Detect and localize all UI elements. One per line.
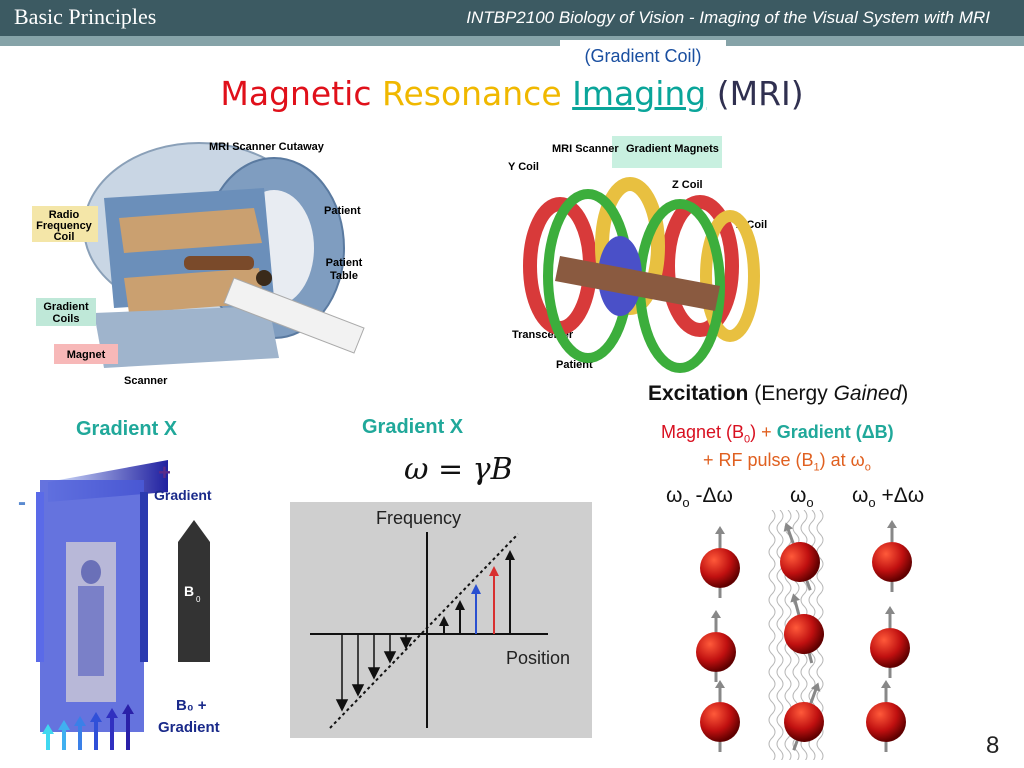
omega-minus-w: ω	[666, 484, 683, 507]
proton-spin	[700, 526, 740, 598]
negative-arrowhead	[367, 667, 381, 680]
rf-wave	[768, 510, 776, 760]
positive-arrowhead	[505, 550, 515, 560]
gradient-coil-figure: + - Gradient B 0 B₀ + Gradient	[18, 460, 220, 750]
negative-arrowhead	[399, 637, 413, 650]
gradient-magnets-title-bg	[612, 136, 722, 168]
page-number: 8	[986, 732, 1000, 759]
gradient-coils-line2: Coils	[53, 313, 80, 325]
b0-symbol: B	[184, 583, 194, 599]
gradient-x-left-heading: Gradient X	[76, 418, 178, 440]
proton-spin	[872, 520, 912, 592]
title-mri: (MRI)	[716, 74, 804, 113]
omega-plus-sub: o	[868, 495, 876, 511]
omega-minus-delta: -Δω	[689, 484, 733, 507]
proton-spin	[784, 593, 824, 664]
rf-coil-line1: Radio	[49, 209, 80, 221]
proton-spin	[870, 606, 910, 678]
proton-spin	[696, 610, 736, 682]
b0-symbol-sub: 0	[196, 595, 201, 604]
proton-spin	[700, 680, 740, 752]
gradient-magnets-illustration: MRI Scanner Gradient Magnets Y Coil Z Co…	[508, 136, 767, 373]
gradient-magnets-title-b: Gradient Magnets	[626, 143, 719, 155]
rf-coil-line3: Coil	[54, 231, 75, 243]
rf-pulse-at: ) at ω	[819, 450, 865, 470]
rf-wave	[776, 510, 784, 760]
section-title: Basic Principles	[14, 4, 157, 29]
patient-label: Patient	[324, 205, 361, 217]
frequency-label: Frequency	[376, 508, 461, 528]
positive-arrowhead	[455, 600, 465, 610]
proton-spin	[780, 522, 820, 591]
omega-plus-label: ωo +Δω	[852, 484, 924, 510]
rf-coil-label-bg	[32, 206, 98, 242]
title-resonance: Resonance	[382, 74, 562, 113]
z-coil-label: Z Coil	[672, 179, 703, 191]
excitation-line1: Magnet (B0) + Gradient (ΔB)	[661, 422, 894, 446]
gradient-minus-sign: -	[18, 489, 26, 516]
excitation-heading: Excitation (Energy Gained)	[648, 382, 908, 406]
magnet-b0-close: )	[750, 422, 757, 442]
b0-plus-line2: Gradient	[158, 719, 220, 736]
y-coil-label: Y Coil	[508, 161, 539, 173]
positive-arrowhead	[489, 566, 499, 576]
negative-arrowhead	[383, 651, 397, 664]
gradient-x-center-heading: Gradient X	[362, 416, 464, 438]
magnet-b0-sub: 0	[744, 433, 751, 446]
omega-minus-label: ωo -Δω	[666, 484, 733, 510]
excitation-title: Excitation	[648, 382, 749, 405]
larmor-equation: ω = γB	[404, 452, 513, 487]
patient-table-line1: Patient	[326, 257, 363, 269]
header-bar	[0, 0, 1024, 36]
excitation-subtitle-gained: Gained	[833, 382, 902, 405]
gradient-plus-sign: +	[158, 460, 171, 485]
omega-plus-w: ω	[852, 484, 869, 507]
proton-spin	[866, 680, 906, 752]
omega-plus-delta: +Δω	[875, 484, 925, 507]
magnet-label-bg	[54, 344, 118, 364]
frequency-position-plot: Frequency Position	[290, 502, 592, 738]
rf-pulse-text: + RF pulse (B	[703, 450, 814, 470]
mri-cutaway-illustration: Radio Frequency Coil Gradient Coils Magn…	[32, 141, 365, 387]
excitation-line2: + RF pulse (B1) at ωo	[703, 450, 871, 474]
rf-pulse-sub: 1	[813, 461, 820, 474]
title-magnetic: Magnetic	[220, 74, 372, 113]
omega-center-label: ωo	[790, 484, 814, 510]
omega-center-w: ω	[790, 484, 807, 507]
cutaway-title: MRI Scanner Cutaway	[209, 141, 325, 153]
slide-subtitle: (Gradient Coil)	[560, 40, 726, 72]
positive-arrowhead	[439, 616, 449, 626]
plus-sign: +	[756, 422, 777, 442]
patient-table-line2: Table	[330, 270, 358, 282]
header-stripe	[0, 36, 1024, 46]
slide-title: Magnetic Resonance Imaging (MRI)	[0, 74, 1024, 113]
negative-arrowhead	[335, 699, 349, 712]
omega-minus-sub: o	[682, 495, 690, 511]
excitation-subtitle-pre: (Energy	[754, 382, 834, 405]
negative-arrowhead	[351, 684, 365, 697]
course-title: INTBP2100 Biology of Vision - Imaging of…	[466, 8, 990, 27]
excitation-subtitle-post: )	[901, 382, 909, 405]
proton-spin	[784, 682, 824, 751]
magnet-label: Magnet	[67, 349, 106, 361]
scanner-label: Scanner	[124, 375, 168, 387]
omega-center-sub: o	[806, 495, 814, 511]
rf-coil-line2: Frequency	[36, 220, 93, 232]
gradient-word: Gradient	[154, 487, 212, 503]
rf-pulse-omega-sub: o	[864, 461, 871, 474]
position-label: Position	[506, 648, 570, 668]
magnet-b0-text: Magnet (B	[661, 422, 745, 442]
gradient-delta-b: Gradient (ΔB)	[776, 422, 894, 442]
positive-arrowhead	[471, 584, 481, 594]
b0-plus-line1: B₀ +	[176, 697, 207, 714]
spin-diagram	[696, 510, 912, 760]
gradient-magnets-title-a: MRI Scanner	[552, 143, 619, 155]
gradient-coils-label-bg	[36, 298, 96, 326]
title-imaging: Imaging	[572, 74, 707, 113]
gradient-coils-line1: Gradient	[43, 301, 89, 313]
